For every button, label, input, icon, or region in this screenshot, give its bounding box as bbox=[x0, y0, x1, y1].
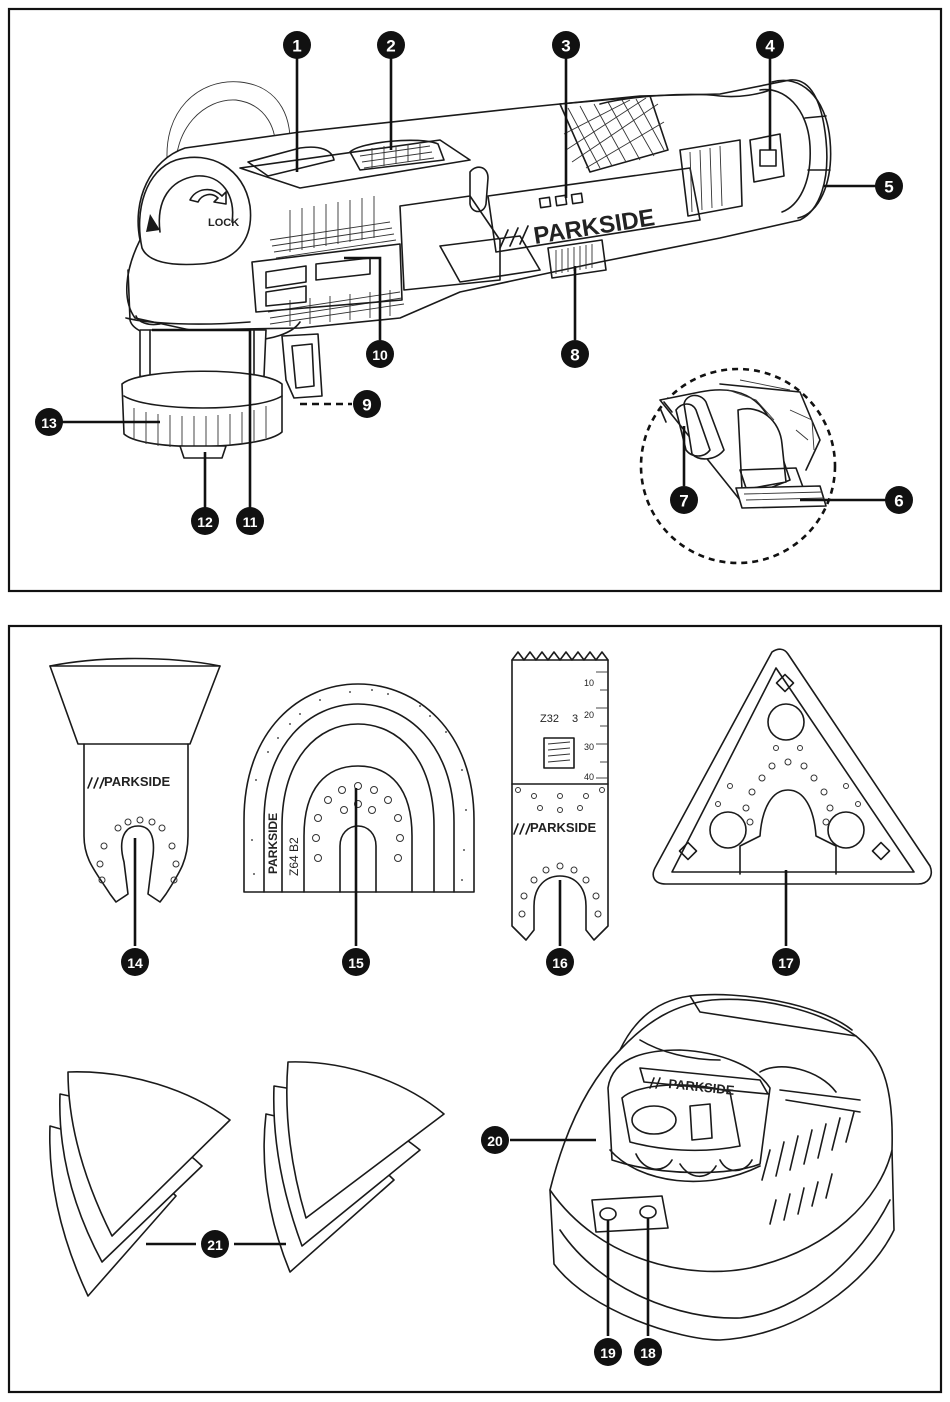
callout-18: 18 bbox=[634, 1338, 662, 1366]
callout-4: 4 bbox=[756, 31, 784, 59]
callout-10: 10 bbox=[366, 340, 394, 368]
svg-text:5: 5 bbox=[884, 178, 893, 197]
plunge-brand: PARKSIDE bbox=[530, 820, 597, 835]
svg-text:4: 4 bbox=[765, 37, 775, 56]
callout-21: 21 bbox=[201, 1230, 229, 1258]
svg-text:1: 1 bbox=[292, 37, 301, 56]
svg-text:17: 17 bbox=[778, 955, 794, 971]
callout-7: 7 bbox=[670, 486, 698, 514]
svg-text:9: 9 bbox=[362, 396, 371, 415]
battery-charger: PARKSIDE bbox=[550, 995, 894, 1340]
sanding-sheets-right bbox=[264, 1062, 444, 1272]
callout-6: 6 bbox=[885, 486, 913, 514]
ruler-mark-20: 20 bbox=[584, 710, 594, 720]
callout-12: 12 bbox=[191, 507, 219, 535]
svg-text:14: 14 bbox=[127, 955, 143, 971]
sanding-sheets-left bbox=[50, 1072, 230, 1296]
callout-5: 5 bbox=[875, 172, 903, 200]
callout-16: 16 bbox=[546, 948, 574, 976]
callout-9: 9 bbox=[353, 390, 381, 418]
ruler-mark-40: 40 bbox=[584, 772, 594, 782]
svg-text:16: 16 bbox=[552, 955, 568, 971]
plunge-code: Z32 bbox=[540, 713, 559, 725]
callout-3: 3 bbox=[552, 31, 580, 59]
svg-text:6: 6 bbox=[894, 492, 903, 511]
semicircle-blade: PARKSIDE Z64 B2 bbox=[244, 684, 474, 892]
callout-8: 8 bbox=[561, 340, 589, 368]
callout-20: 20 bbox=[481, 1126, 509, 1154]
semicircle-brand: PARKSIDE bbox=[266, 813, 280, 874]
callout-2: 2 bbox=[377, 31, 405, 59]
svg-text:12: 12 bbox=[197, 514, 213, 530]
dust-extraction-inset bbox=[641, 369, 835, 563]
callout-11: 11 bbox=[236, 507, 264, 535]
svg-text:20: 20 bbox=[487, 1133, 503, 1149]
callout-1: 1 bbox=[283, 31, 311, 59]
semicircle-code: Z64 B2 bbox=[287, 837, 301, 876]
callout-17: 17 bbox=[772, 948, 800, 976]
svg-text:8: 8 bbox=[570, 346, 579, 365]
callout-15: 15 bbox=[342, 948, 370, 976]
svg-text:15: 15 bbox=[348, 955, 364, 971]
plunge-count: 3 bbox=[572, 713, 578, 725]
lock-label: LOCK bbox=[208, 217, 239, 229]
svg-text:10: 10 bbox=[372, 347, 388, 363]
svg-text:11: 11 bbox=[243, 514, 258, 530]
svg-text:7: 7 bbox=[679, 492, 688, 511]
svg-text:2: 2 bbox=[386, 37, 395, 56]
svg-text:18: 18 bbox=[640, 1345, 656, 1361]
svg-text:19: 19 bbox=[600, 1345, 616, 1361]
delta-sanding-pad bbox=[653, 649, 931, 884]
callout-19: 19 bbox=[594, 1338, 622, 1366]
ruler-mark-30: 30 bbox=[584, 742, 594, 752]
svg-text:3: 3 bbox=[561, 37, 570, 56]
scraper-brand: PARKSIDE bbox=[104, 774, 171, 789]
svg-text:21: 21 bbox=[207, 1237, 223, 1253]
svg-text:13: 13 bbox=[41, 415, 57, 431]
ruler-mark-10: 10 bbox=[584, 678, 594, 688]
callout-14: 14 bbox=[121, 948, 149, 976]
callout-13: 13 bbox=[35, 408, 63, 436]
